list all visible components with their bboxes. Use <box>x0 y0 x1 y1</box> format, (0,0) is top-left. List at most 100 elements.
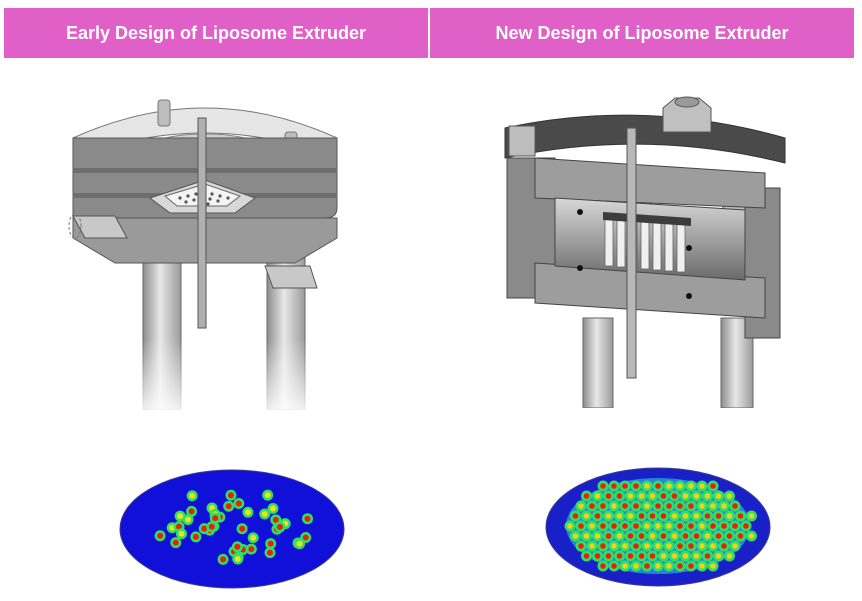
new-extruder-cad-image <box>495 88 795 408</box>
flow-spot-core <box>276 524 283 531</box>
flow-spot-core <box>633 483 639 489</box>
flow-spot-core <box>655 563 661 569</box>
flow-spot-core <box>616 553 623 559</box>
flow-spot-core <box>644 503 650 509</box>
flow-spot-core <box>682 533 689 539</box>
flow-spot-core <box>638 493 645 499</box>
flow-spot-core <box>594 513 601 519</box>
flow-spot-core <box>589 523 595 529</box>
flow-spot-core <box>633 563 639 569</box>
flow-spot-core <box>177 513 184 520</box>
early-extruder-cad-image <box>55 88 355 410</box>
flow-spot-core <box>567 523 573 529</box>
flow-spot-core <box>622 563 628 569</box>
flow-spot-core <box>638 553 645 559</box>
flow-spot-core <box>693 553 700 559</box>
flow-spot-core <box>666 523 672 529</box>
flow-spot-core <box>627 493 634 499</box>
flow-spot-core <box>605 493 612 499</box>
flow-spot-core <box>666 503 672 509</box>
flow-spot-core <box>583 513 590 519</box>
flow-spot-core <box>660 493 667 499</box>
flow-spot-core <box>304 515 311 522</box>
flow-spot-core <box>688 543 694 549</box>
flow-spot-core <box>611 523 617 529</box>
flow-spot-core <box>721 523 727 529</box>
flow-spot-core <box>655 503 661 509</box>
flow-spot-core <box>622 483 628 489</box>
flow-spot-core <box>267 549 274 556</box>
flow-spot-core <box>633 503 639 509</box>
flow-spot-core <box>267 540 274 547</box>
flow-spot-core <box>677 543 683 549</box>
flow-spot-core <box>704 553 711 559</box>
flow-spot-core <box>622 523 628 529</box>
flow-spot-core <box>732 523 738 529</box>
flow-spot-core <box>600 543 606 549</box>
flow-spot-core <box>633 543 639 549</box>
flow-spot-core <box>682 553 689 559</box>
flow-spot-core <box>693 513 700 519</box>
flow-spot-core <box>660 513 667 519</box>
early-design-title: Early Design of Liposome Extruder <box>4 8 428 58</box>
flow-spot-core <box>605 553 612 559</box>
flow-spot-core <box>622 503 628 509</box>
flow-spot-core <box>710 483 716 489</box>
flow-spot-core <box>666 483 672 489</box>
flow-spot-core <box>272 516 279 523</box>
flow-spot-core <box>682 513 689 519</box>
flow-spot-core <box>743 523 749 529</box>
flow-spot-core <box>302 534 309 541</box>
flow-spot-core <box>261 511 268 518</box>
flow-spot-core <box>677 503 683 509</box>
flow-spot-core <box>578 543 584 549</box>
flow-spot-core <box>644 563 650 569</box>
flow-spot-core <box>192 533 199 540</box>
flow-spot-core <box>737 513 744 519</box>
flow-spot-core <box>644 543 650 549</box>
flow-spot-core <box>225 503 232 510</box>
flow-spot-core <box>572 533 579 539</box>
flow-spot-core <box>627 553 634 559</box>
flow-spot-core <box>627 533 634 539</box>
flow-spot-core <box>704 493 711 499</box>
flow-spot-core <box>264 492 271 499</box>
flow-spot-core <box>699 523 705 529</box>
flow-spot-core <box>616 493 623 499</box>
flow-spot-core <box>699 563 705 569</box>
flow-spot-core <box>201 525 208 532</box>
flow-spot-core <box>572 513 579 519</box>
flow-spot-core <box>688 523 694 529</box>
flow-spot-core <box>220 556 227 563</box>
flow-spot-core <box>594 553 601 559</box>
flow-spot-core <box>583 533 590 539</box>
flow-spot-core <box>748 533 755 539</box>
flow-spot-core <box>649 513 656 519</box>
flow-spot-core <box>655 543 661 549</box>
flow-spot-core <box>726 553 733 559</box>
flow-spot-core <box>710 563 716 569</box>
flow-spot-core <box>715 533 722 539</box>
flow-spot-core <box>715 513 722 519</box>
flow-spot-core <box>710 543 716 549</box>
flow-spot-core <box>244 509 251 516</box>
flow-spot-core <box>699 483 705 489</box>
flow-spot-core <box>732 503 738 509</box>
flow-spot-core <box>189 492 196 499</box>
flow-spot-core <box>594 493 601 499</box>
flow-spot-core <box>605 513 612 519</box>
flow-spot-core <box>157 532 164 539</box>
flow-spot-core <box>235 500 242 507</box>
flow-spot-core <box>185 516 192 523</box>
flow-spot-core <box>269 505 276 512</box>
flow-spot-core <box>234 555 241 562</box>
flow-spot-core <box>611 503 617 509</box>
flow-spot-core <box>688 483 694 489</box>
flow-spot-core <box>704 533 711 539</box>
flow-spot-core <box>649 493 656 499</box>
flow-spot-core <box>212 515 219 522</box>
flow-spot-core <box>234 543 241 550</box>
flow-spot-core <box>578 523 584 529</box>
flow-spot-core <box>693 533 700 539</box>
flow-spot-core <box>682 493 689 499</box>
